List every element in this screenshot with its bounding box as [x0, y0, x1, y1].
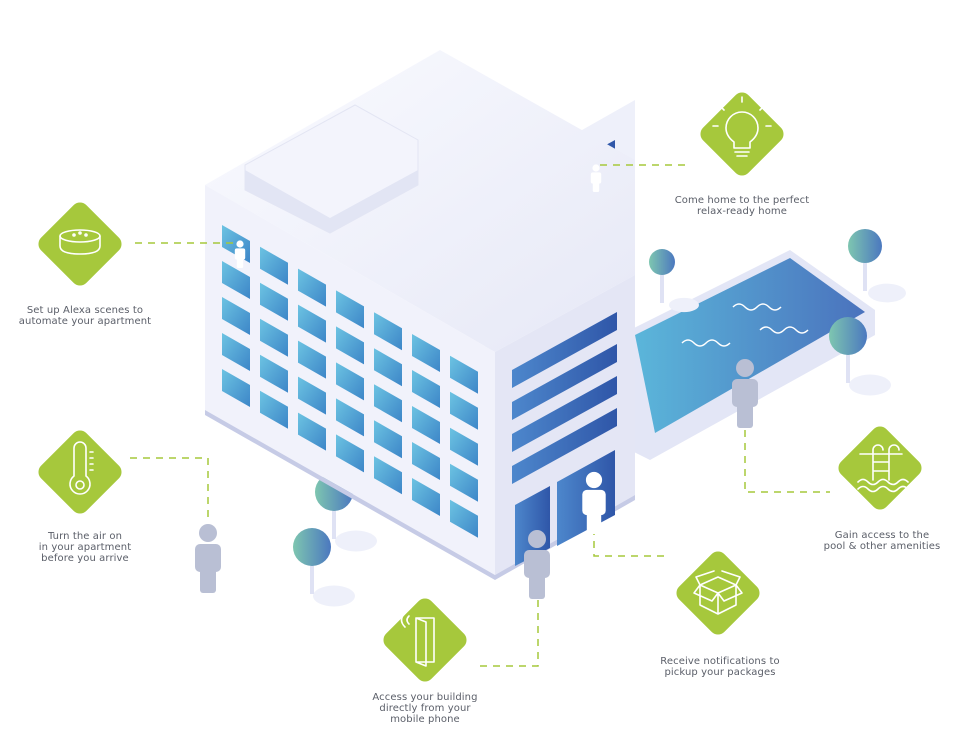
label-line: Access your building	[372, 692, 478, 703]
tree	[829, 317, 891, 396]
label-line: Set up Alexa scenes to	[26, 305, 144, 316]
window	[298, 412, 326, 451]
window	[260, 246, 288, 285]
person	[195, 524, 221, 593]
pool-ladder-icon	[857, 444, 909, 493]
feature-badge-access	[371, 586, 479, 694]
window	[222, 369, 250, 407]
window	[374, 384, 402, 423]
window	[374, 312, 402, 351]
light-bulb-icon	[712, 96, 772, 157]
trees	[293, 229, 906, 607]
label-line: Come home to the perfect	[674, 195, 810, 206]
smart-door-icon	[400, 612, 435, 667]
open-box-icon	[693, 570, 743, 615]
feature-badge-alexa	[26, 190, 134, 298]
tree	[293, 528, 355, 607]
window	[412, 370, 440, 408]
label-line: directly from your	[379, 703, 471, 714]
window	[450, 427, 478, 466]
window	[260, 390, 288, 429]
label-line: pool & other amenities	[823, 541, 941, 552]
window	[260, 354, 288, 393]
feature-badge-amenities	[826, 414, 934, 522]
feature-badge-climate	[26, 418, 134, 526]
person	[524, 530, 550, 599]
window	[336, 434, 364, 473]
window	[450, 499, 478, 538]
left-facade-windows	[222, 225, 478, 538]
window	[298, 340, 326, 379]
window	[374, 420, 402, 459]
window	[298, 304, 326, 343]
label-line: before you arrive	[41, 553, 129, 564]
window	[374, 348, 402, 387]
window	[298, 268, 326, 307]
label-line: Turn the air on	[47, 531, 123, 542]
window	[336, 362, 364, 401]
window	[298, 376, 326, 415]
feature-badge-packages	[664, 539, 772, 647]
window	[450, 391, 478, 430]
label-line: mobile phone	[390, 714, 460, 725]
main-building	[205, 50, 635, 580]
window	[336, 398, 364, 437]
smart-speaker-icon	[59, 229, 101, 255]
window	[374, 456, 402, 495]
window	[336, 290, 364, 329]
label-line: Gain access to the	[834, 530, 930, 541]
window	[450, 463, 478, 502]
feature-badge-lighting	[688, 80, 796, 188]
window	[412, 334, 440, 372]
water-waves	[681, 303, 809, 347]
tree	[649, 249, 699, 313]
window	[222, 261, 250, 299]
people	[195, 164, 758, 599]
person	[732, 359, 758, 428]
window	[412, 442, 440, 480]
person	[582, 471, 606, 534]
tree	[848, 229, 906, 303]
window	[222, 297, 250, 335]
person	[234, 240, 246, 268]
window	[336, 326, 364, 365]
label-line: relax-ready home	[696, 206, 788, 217]
window	[260, 318, 288, 357]
label-line: Receive notifications to	[660, 656, 780, 667]
window	[412, 478, 440, 516]
thermometer-icon	[69, 441, 94, 495]
window	[260, 282, 288, 321]
label-line: pickup your packages	[664, 667, 776, 678]
window	[450, 355, 478, 394]
person	[590, 164, 602, 192]
window	[222, 333, 250, 371]
label-line: automate your apartment	[18, 316, 152, 327]
label-line: in your apartment	[38, 542, 132, 553]
window	[412, 406, 440, 444]
